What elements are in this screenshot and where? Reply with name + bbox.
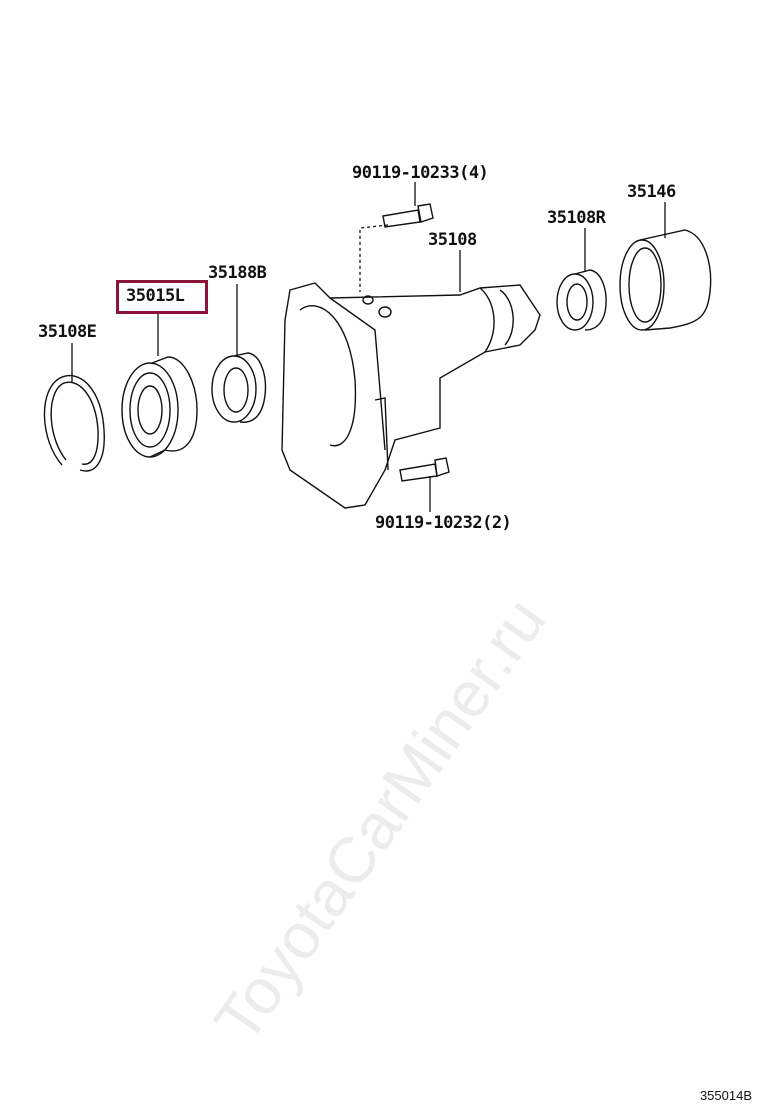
oil-seal-drawing (211, 352, 267, 423)
part-label-35108[interactable]: 35108 (428, 230, 477, 250)
bolt-bottom-drawing (399, 457, 450, 482)
part-label-90119-10233[interactable]: 90119-10233(4) (352, 163, 489, 183)
part-label-35108r[interactable]: 35108R (547, 208, 606, 228)
part-label-35108e[interactable]: 35108E (38, 322, 97, 342)
part-label-35188b[interactable]: 35188B (208, 263, 267, 283)
highlight-box (116, 280, 208, 314)
cover-drawing (619, 229, 712, 331)
part-label-90119-10232[interactable]: 90119-10232(2) (375, 513, 512, 533)
part-label-35146[interactable]: 35146 (627, 182, 676, 202)
part-label-35015l[interactable]: 35015L (126, 286, 185, 306)
diagram-code: 355014B (699, 1088, 752, 1103)
extension-housing-drawing (281, 282, 541, 509)
bolt-top-drawing (382, 203, 434, 228)
snap-ring-drawing (43, 375, 105, 472)
bearing-drawing (121, 356, 198, 458)
leader-lines (71, 182, 666, 512)
rear-seal-drawing (556, 269, 607, 331)
